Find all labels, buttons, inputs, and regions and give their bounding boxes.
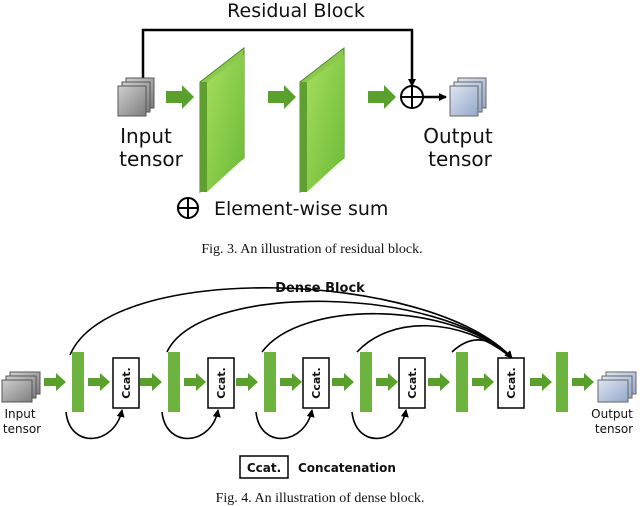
- dense-concat-2: Ccat.: [207, 357, 235, 409]
- dense-skip-arcs: [65, 409, 409, 440]
- residual-legend-label: Element-wise sum: [214, 198, 388, 220]
- dense-output-label-line2: tensor: [595, 422, 633, 436]
- dense-layer-2: [168, 352, 180, 412]
- dense-layer-5: [456, 352, 468, 412]
- dense-layer-1: [72, 352, 84, 412]
- dense-concat-4-label: Ccat.: [406, 367, 419, 398]
- residual-input-label-line1: Input: [120, 124, 172, 148]
- dense-legend-box-label: Ccat.: [247, 461, 281, 475]
- residual-output-tensor-icon: [449, 77, 487, 117]
- dense-concat-5-label: Ccat.: [505, 367, 518, 398]
- residual-arrow-3: [368, 85, 396, 109]
- dense-legend-box: [239, 455, 289, 479]
- dense-concat-2-label: Ccat.: [215, 367, 228, 398]
- dense-layer-4: [360, 352, 372, 412]
- dense-concat-1: Ccat.: [112, 357, 140, 409]
- dense-concat-3: Ccat.: [302, 357, 330, 409]
- dense-concat-1-label: Ccat.: [120, 367, 133, 398]
- dense-flow-arrows: [44, 373, 594, 391]
- residual-skip-connection: [141, 28, 416, 87]
- dense-concat-5: Ccat.: [497, 357, 525, 409]
- residual-block-diagram: Residual Block: [117, 0, 493, 257]
- residual-legend-sum-icon: [177, 197, 199, 219]
- residual-layer-1: [199, 46, 245, 194]
- dense-output-tensor-icon: [597, 371, 637, 403]
- dense-block-diagram: Dense Block: [1, 281, 637, 506]
- dense-concat-4: Ccat.: [398, 357, 426, 409]
- residual-output-label-line1: Output: [423, 124, 493, 148]
- dense-legend-label: Concatenation: [298, 461, 396, 475]
- dense-concat-3-label: Ccat.: [310, 367, 323, 398]
- dense-input-label-line2: tensor: [3, 422, 41, 436]
- residual-layer-2: [299, 46, 345, 194]
- dense-input-label-line1: Input: [4, 407, 35, 421]
- element-wise-sum-icon: [400, 85, 424, 109]
- dense-layer-6: [556, 352, 568, 412]
- residual-input-tensor-icon: [117, 77, 155, 117]
- dense-output-label-line1: Output: [591, 407, 633, 421]
- residual-output-label-line2: tensor: [428, 147, 492, 171]
- residual-arrow-2: [268, 85, 296, 109]
- residual-caption: Fig. 3. An illustration of residual bloc…: [201, 242, 422, 257]
- dense-input-tensor-icon: [1, 371, 41, 403]
- dense-caption: Fig. 4. An illustration of dense block.: [216, 491, 425, 506]
- residual-block-title: Residual Block: [227, 0, 365, 22]
- dense-layer-3: [264, 352, 276, 412]
- residual-arrow-1: [166, 85, 194, 109]
- dense-feature-reuse-arcs: [69, 287, 513, 359]
- residual-input-label-line2: tensor: [119, 147, 183, 171]
